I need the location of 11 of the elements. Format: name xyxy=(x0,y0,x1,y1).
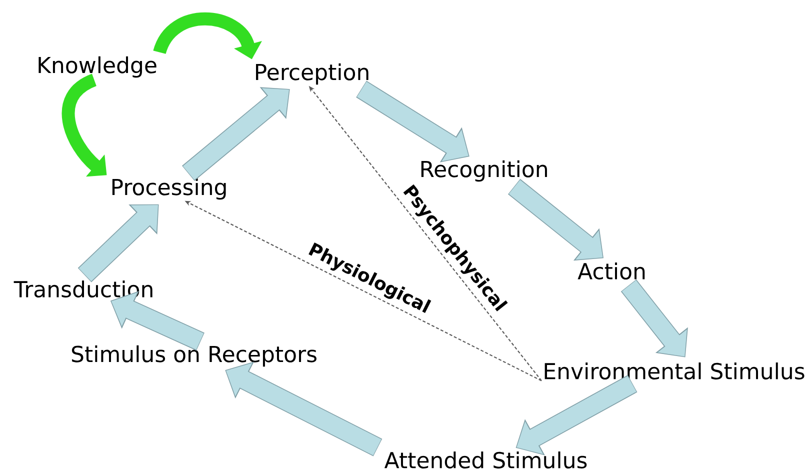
block-arrow xyxy=(78,204,159,282)
stage-label: Stimulus on Receptors xyxy=(72,345,316,367)
stage-label: Recognition xyxy=(421,160,547,182)
stage-label: Attended Stimulus xyxy=(384,451,587,468)
stage-label: Environmental Stimulus xyxy=(544,362,804,380)
block-arrow xyxy=(182,87,290,181)
stage-label: Action xyxy=(578,262,645,280)
stage-label: Perception xyxy=(256,63,368,85)
stage-label: Knowledge xyxy=(38,56,156,78)
stage-label: Transduction xyxy=(14,280,152,298)
stage-label: Processing xyxy=(112,178,226,200)
